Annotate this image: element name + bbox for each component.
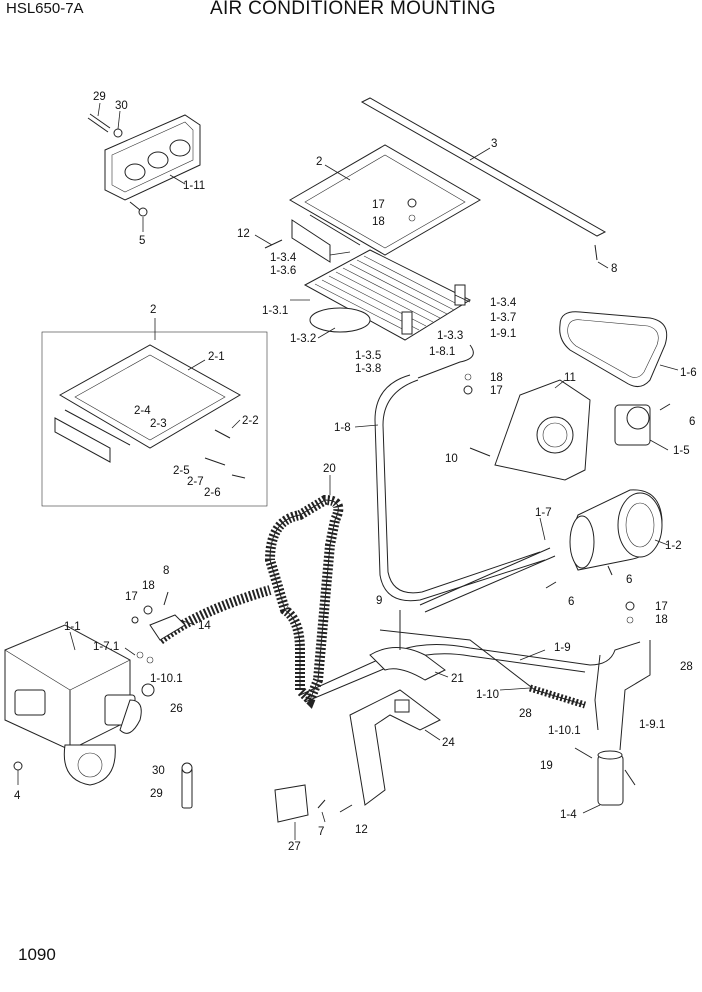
callout-18c: 18	[142, 580, 155, 592]
callout-29b: 29	[150, 788, 163, 800]
callout-7: 7	[318, 826, 324, 838]
idler-pulley-drawing	[614, 404, 669, 451]
callout-1-10.1b: 1-10.1	[548, 725, 581, 737]
belt-drawing	[559, 311, 679, 387]
callout-9: 9	[376, 595, 382, 607]
callout-6b: 6	[626, 574, 632, 586]
hose-1-8-drawing	[354, 344, 546, 602]
callout-8a: 8	[611, 263, 617, 275]
callout-1-9: 1-9	[554, 642, 571, 654]
callout-6c: 6	[568, 596, 574, 608]
callout-labels: 29 30 1-11 5 3 2 17 18 12 1-3.4 1-3.6 8 …	[14, 91, 697, 853]
callout-21: 21	[451, 673, 464, 685]
callout-1-3.4a: 1-3.4	[270, 252, 297, 264]
compressor-bracket-drawing	[494, 379, 591, 481]
compressor-drawing	[569, 489, 669, 571]
callout-17d: 17	[655, 601, 668, 613]
callout-1-4: 1-4	[560, 809, 577, 821]
bracket-bar-drawing	[360, 97, 609, 269]
callout-1-3.5: 1-3.5	[355, 350, 381, 362]
callout-1-9.1a: 1-9.1	[490, 328, 516, 340]
callout-1-3.8: 1-3.8	[355, 363, 381, 375]
callout-5: 5	[139, 235, 145, 247]
callout-1-7: 1-7	[535, 507, 552, 519]
hose-1-7-drawing	[419, 517, 556, 613]
callout-10: 10	[445, 453, 458, 465]
callout-14: 14	[198, 620, 211, 632]
callout-18b: 18	[490, 372, 503, 384]
callout-17b: 17	[490, 385, 503, 397]
callout-1-10: 1-10	[476, 689, 499, 701]
callout-30b: 30	[152, 765, 165, 777]
callout-30a: 30	[115, 100, 128, 112]
callout-1-3.2: 1-3.2	[290, 333, 316, 345]
callout-1-3.3: 1-3.3	[437, 330, 463, 342]
callout-26: 26	[170, 703, 183, 715]
callout-2-5: 2-5	[173, 465, 190, 477]
callout-1-3.7: 1-3.7	[490, 312, 516, 324]
callout-1-8.1: 1-8.1	[429, 346, 455, 358]
callout-28a: 28	[680, 661, 693, 673]
callout-1-6: 1-6	[680, 367, 697, 379]
hose-20-drawing	[157, 475, 344, 709]
misc-parts-drawing	[181, 198, 671, 840]
model-code: HSL650-7A	[6, 0, 84, 17]
receiver-dryer-drawing	[574, 747, 636, 814]
callout-2-1: 2-1	[208, 351, 225, 363]
callout-17c: 17	[125, 591, 138, 603]
callout-28b: 28	[519, 708, 532, 720]
callout-1-5: 1-5	[673, 445, 690, 457]
control-panel-drawing	[87, 102, 201, 232]
callout-1-9.1b: 1-9.1	[639, 719, 665, 731]
callout-6a: 6	[689, 416, 695, 428]
callout-1-11: 1-11	[183, 180, 205, 192]
callout-2-6: 2-6	[204, 487, 221, 499]
callout-3: 3	[491, 138, 497, 150]
callout-17a: 17	[372, 199, 385, 211]
callout-1-2: 1-2	[665, 540, 682, 552]
callout-12b: 12	[355, 824, 368, 836]
callout-18a: 18	[372, 216, 385, 228]
callout-2a: 2	[316, 156, 322, 168]
callout-1-3.1: 1-3.1	[262, 305, 288, 317]
callout-1-3.6: 1-3.6	[270, 265, 296, 277]
callout-20: 20	[323, 463, 336, 475]
frame-detail-inset	[41, 318, 268, 507]
condenser-frame-drawing	[254, 144, 481, 341]
hvac-unit-drawing	[4, 624, 142, 786]
callout-1-8: 1-8	[334, 422, 351, 434]
callout-24: 24	[442, 737, 455, 749]
page-title: AIR CONDITIONER MOUNTING	[210, 0, 496, 19]
callout-1-3.4b: 1-3.4	[490, 297, 517, 309]
bracket-21-24-drawing	[349, 610, 449, 806]
callout-29a: 29	[93, 91, 106, 103]
fittings-left-drawing	[124, 591, 196, 697]
callout-2-3: 2-3	[150, 418, 167, 430]
callout-19: 19	[540, 760, 553, 772]
hose-1-9-1-10-drawing	[299, 629, 651, 751]
callout-18d: 18	[655, 614, 668, 626]
callout-27: 27	[288, 841, 301, 853]
callout-12a: 12	[237, 228, 250, 240]
callout-8b: 8	[163, 565, 169, 577]
callout-2-7: 2-7	[187, 476, 204, 488]
callout-2-4: 2-4	[134, 405, 151, 417]
callout-11: 11	[564, 372, 576, 384]
callout-1-7.1: 1-7.1	[93, 641, 119, 653]
callout-2-2: 2-2	[242, 415, 259, 427]
callout-4: 4	[14, 790, 21, 802]
callout-2b: 2	[150, 304, 156, 316]
page-number: 1090	[18, 945, 56, 964]
callout-1-1: 1-1	[64, 621, 81, 633]
callout-1-10.1a: 1-10.1	[150, 673, 183, 685]
